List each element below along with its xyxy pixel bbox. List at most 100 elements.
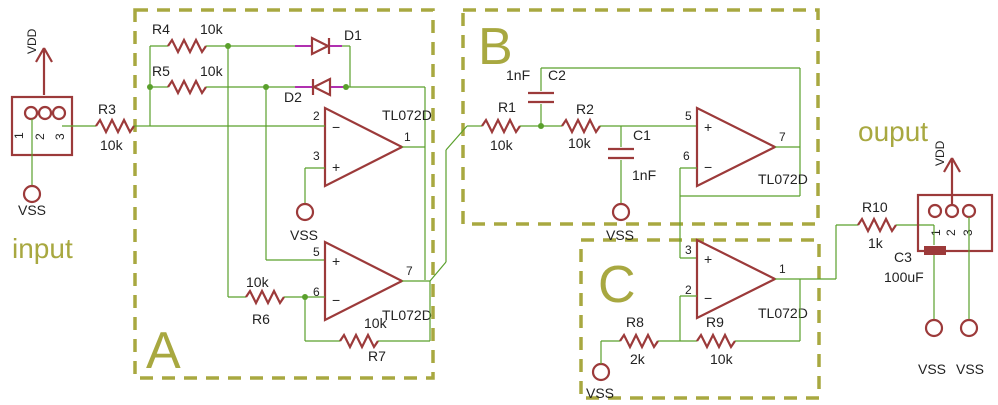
input-label: input — [12, 233, 73, 264]
c3-capacitor[interactable] — [924, 246, 946, 255]
svg-text:−: − — [332, 292, 340, 308]
vss-label-out2: VSS — [956, 361, 984, 377]
d1-diode[interactable] — [295, 36, 342, 56]
r7-name: R7 — [368, 348, 386, 364]
vss-symbol-out1 — [924, 318, 944, 338]
vss-symbol-out2 — [959, 318, 979, 338]
r9-resistor[interactable] — [696, 332, 736, 350]
vss-symbol-input — [22, 184, 42, 204]
opamp-a2-pin5: 5 — [313, 245, 320, 259]
vss-symbol-c — [591, 362, 611, 382]
output-connector[interactable]: 1 2 3 — [916, 193, 994, 253]
c2-value: 1nF — [506, 67, 530, 83]
r3-name: R3 — [98, 101, 116, 117]
svg-text:+: + — [332, 159, 340, 175]
opamp-a1-pin1: 1 — [404, 130, 411, 144]
svg-text:−: − — [704, 159, 712, 175]
output-pin-3: 3 — [961, 229, 975, 236]
opamp-a1-label: TL072D — [382, 107, 432, 123]
vss-label-input: VSS — [18, 202, 46, 218]
r7-resistor[interactable] — [339, 332, 379, 350]
d2-diode[interactable] — [295, 77, 345, 97]
r10-value: 1k — [868, 235, 884, 251]
c1-name: C1 — [633, 127, 651, 143]
opamp-b-pin6: 6 — [683, 149, 690, 163]
vss-label-b: VSS — [606, 227, 634, 243]
input-pin-3: 3 — [53, 133, 67, 140]
opamp-a2-pin6: 6 — [313, 285, 320, 299]
opamp-b[interactable]: + − — [695, 106, 778, 188]
vss-symbol-b — [611, 202, 631, 222]
opamp-a2-label: TL072D — [382, 307, 432, 323]
opamp-c-pin1: 1 — [779, 262, 786, 276]
r1-value: 10k — [490, 137, 514, 153]
output-label: ouput — [858, 116, 928, 147]
r8-resistor[interactable] — [619, 332, 659, 350]
output-pin-1: 1 — [929, 229, 943, 236]
svg-text:−: − — [332, 119, 340, 135]
r6-value: 10k — [246, 274, 270, 290]
opamp-a2[interactable]: + − — [323, 240, 405, 322]
svg-text:VDD: VDD — [25, 28, 39, 54]
r4-value: 10k — [200, 21, 224, 37]
opamp-a1-pin2: 2 — [313, 109, 320, 123]
section-b-label: B — [478, 18, 513, 76]
c1-value: 1nF — [632, 167, 656, 183]
svg-text:+: + — [704, 251, 712, 267]
svg-text:+: + — [332, 253, 340, 269]
r5-value: 10k — [200, 63, 224, 79]
r4-resistor[interactable] — [167, 37, 207, 55]
output-pin-2: 2 — [944, 229, 958, 236]
svg-text:−: − — [704, 290, 712, 306]
c2-capacitor[interactable] — [528, 91, 554, 104]
section-a-label: A — [146, 322, 181, 380]
opamp-b-pin7: 7 — [779, 130, 786, 144]
c1-capacitor[interactable] — [608, 147, 634, 160]
svg-text:VDD: VDD — [933, 140, 947, 166]
r2-name: R2 — [576, 101, 594, 117]
r3-value: 10k — [100, 137, 124, 153]
c3-name: C3 — [894, 249, 912, 265]
r1-name: R1 — [498, 99, 516, 115]
r3-resistor[interactable] — [95, 117, 135, 135]
opamp-a1-pin3: 3 — [313, 149, 320, 163]
r9-value: 10k — [710, 351, 734, 367]
c2-name: C2 — [548, 67, 566, 83]
r9-name: R9 — [706, 314, 724, 330]
section-a-box — [133, 8, 435, 380]
r10-name: R10 — [862, 199, 888, 215]
r2-value: 10k — [568, 135, 592, 151]
opamp-a2-pin7: 7 — [406, 264, 413, 278]
vss-symbol-a — [295, 202, 315, 222]
r5-resistor[interactable] — [167, 78, 207, 96]
r6-resistor[interactable] — [245, 288, 285, 306]
opamp-a1[interactable]: − + — [323, 106, 405, 188]
vss-label-c: VSS — [586, 385, 614, 401]
opamp-b-label: TL072D — [758, 171, 808, 187]
r10-resistor[interactable] — [857, 216, 897, 234]
svg-text:+: + — [704, 119, 712, 135]
d2-name: D2 — [284, 89, 302, 105]
r1-resistor[interactable] — [481, 117, 521, 135]
r6-name: R6 — [252, 311, 270, 327]
opamp-c[interactable]: + − — [695, 238, 778, 320]
section-c-label: C — [598, 256, 636, 314]
c3-value: 100uF — [884, 269, 924, 285]
d1-name: D1 — [344, 27, 362, 43]
r2-resistor[interactable] — [561, 117, 601, 135]
vdd-symbol-input: VDD — [25, 28, 53, 95]
r8-value: 2k — [630, 351, 646, 367]
r5-name: R5 — [152, 63, 170, 79]
opamp-c-label: TL072D — [758, 305, 808, 321]
r4-name: R4 — [152, 21, 170, 37]
section-b-box — [461, 8, 820, 226]
input-pin-1: 1 — [12, 132, 26, 139]
vdd-symbol-output: VDD — [933, 140, 961, 205]
opamp-c-pin2: 2 — [685, 283, 692, 297]
opamp-c-pin3: 3 — [685, 243, 692, 257]
vss-label-a: VSS — [290, 227, 318, 243]
r8-name: R8 — [626, 314, 644, 330]
section-c-box — [579, 238, 821, 400]
input-pin-2: 2 — [33, 133, 47, 140]
